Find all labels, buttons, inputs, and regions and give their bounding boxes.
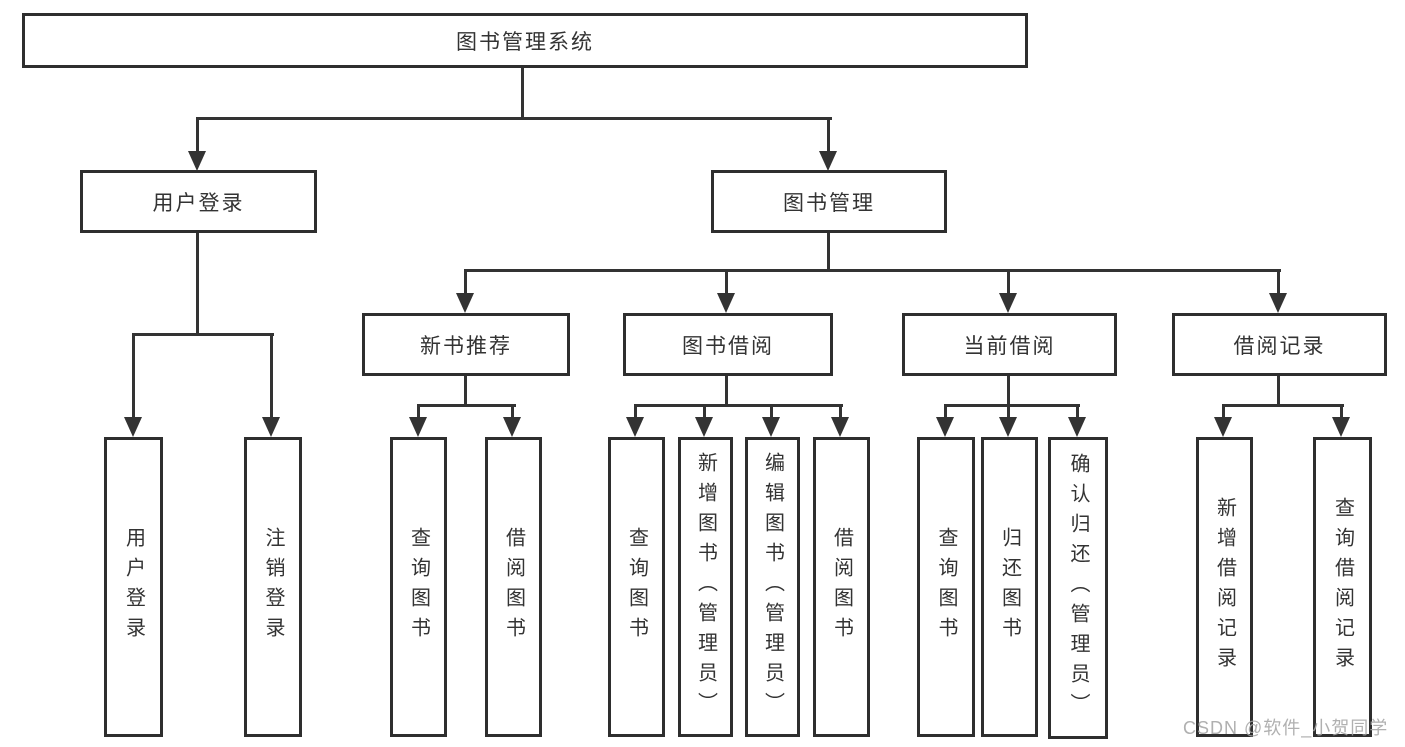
- connector-to-book-management: [827, 117, 830, 155]
- leaf-br-query-borrow-record-label: 查询借阅记录: [1331, 497, 1354, 677]
- connector-leaf-drop: [839, 404, 842, 420]
- connector-current-borrow-stem: [1007, 376, 1010, 407]
- node-borrow-records-label: 借阅记录: [1233, 334, 1326, 358]
- connector-to-borrow-records: [1277, 269, 1280, 295]
- arrowhead-down-icon: [124, 417, 142, 437]
- leaf-br-add-borrow-record-label: 新增借阅记录: [1213, 497, 1236, 677]
- leaf-bb-add-books-admin-label: 新增图书（管理员）: [694, 452, 717, 722]
- arrowhead-down-icon: [695, 417, 713, 437]
- connector-to-user-login: [196, 117, 199, 155]
- connector-leaf-drop: [1340, 404, 1343, 420]
- leaf-bb-edit-books-admin: 编辑图书（管理员）: [745, 437, 800, 737]
- connector-new-book-crossbar: [417, 404, 516, 407]
- connector-leaf-drop: [1222, 404, 1225, 420]
- arrowhead-down-icon: [262, 417, 280, 437]
- connector-borrow-records-crossbar: [1222, 404, 1344, 407]
- arrowhead-down-icon: [1269, 293, 1287, 313]
- arrowhead-down-icon: [1068, 417, 1086, 437]
- arrowhead-down-icon: [1332, 417, 1350, 437]
- arrowhead-down-icon: [762, 417, 780, 437]
- connector-to-leaf-user-login: [132, 333, 135, 418]
- node-new-book-recommend-label: 新书推荐: [420, 334, 512, 358]
- arrowhead-down-icon: [188, 151, 206, 171]
- connector-root-crossbar: [196, 117, 832, 120]
- arrowhead-down-icon: [819, 151, 837, 171]
- connector-to-new-book: [464, 269, 467, 295]
- connector-book-borrow-crossbar: [634, 404, 843, 407]
- leaf-cb-return-books: 归还图书: [981, 437, 1038, 737]
- connector-leaf-drop: [703, 404, 706, 420]
- connector-book-management-crossbar: [464, 269, 1281, 272]
- connector-to-leaf-logout: [270, 333, 273, 418]
- leaf-bb-query-books: 查询图书: [608, 437, 665, 737]
- connector-book-borrow-stem: [725, 376, 728, 407]
- connector-leaf-drop: [417, 404, 420, 420]
- node-borrow-records: 借阅记录: [1172, 313, 1387, 376]
- node-book-management-label: 图书管理: [783, 191, 875, 215]
- node-current-borrow-label: 当前借阅: [963, 334, 1056, 358]
- connector-user-login-crossbar: [132, 333, 274, 336]
- leaf-cb-confirm-return-admin: 确认归还（管理员）: [1048, 437, 1108, 739]
- leaf-nb-borrow-books-label: 借阅图书: [502, 527, 525, 647]
- arrowhead-down-icon: [409, 417, 427, 437]
- node-book-borrow-label: 图书借阅: [682, 334, 774, 358]
- leaf-br-query-borrow-record: 查询借阅记录: [1313, 437, 1372, 737]
- leaf-cb-query-books-label: 查询图书: [935, 527, 957, 647]
- leaf-bb-borrow-books-label: 借阅图书: [830, 527, 853, 647]
- connector-leaf-drop: [944, 404, 947, 420]
- leaf-logout-label: 注销登录: [262, 527, 284, 647]
- arrowhead-down-icon: [717, 293, 735, 313]
- leaf-cb-query-books: 查询图书: [917, 437, 975, 737]
- arrowhead-down-icon: [456, 293, 474, 313]
- connector-user-login-stem: [196, 233, 199, 336]
- leaf-nb-borrow-books: 借阅图书: [485, 437, 542, 737]
- leaf-user-login: 用户登录: [104, 437, 163, 737]
- arrowhead-down-icon: [999, 417, 1017, 437]
- leaf-nb-query-books-label: 查询图书: [407, 527, 430, 647]
- arrowhead-down-icon: [831, 417, 849, 437]
- leaf-bb-query-books-label: 查询图书: [625, 527, 648, 647]
- arrowhead-down-icon: [626, 417, 644, 437]
- connector-to-book-borrow: [725, 269, 728, 295]
- node-root: 图书管理系统: [22, 13, 1028, 68]
- connector-leaf-drop: [1007, 404, 1010, 420]
- connector-new-book-stem: [464, 376, 467, 407]
- leaf-nb-query-books: 查询图书: [390, 437, 447, 737]
- connector-borrow-records-stem: [1277, 376, 1280, 407]
- arrowhead-down-icon: [999, 293, 1017, 313]
- watermark-text: CSDN @软件_小贺同学: [1183, 718, 1389, 738]
- arrowhead-down-icon: [503, 417, 521, 437]
- connector-leaf-drop: [511, 404, 514, 420]
- connector-book-management-stem: [827, 233, 830, 272]
- node-current-borrow: 当前借阅: [902, 313, 1117, 376]
- connector-root-stem: [521, 68, 524, 120]
- node-root-label: 图书管理系统: [456, 30, 594, 54]
- node-book-borrow: 图书借阅: [623, 313, 833, 376]
- connector-leaf-drop: [634, 404, 637, 420]
- connector-leaf-drop: [770, 404, 773, 420]
- node-new-book-recommend: 新书推荐: [362, 313, 570, 376]
- leaf-br-add-borrow-record: 新增借阅记录: [1196, 437, 1253, 737]
- node-user-login: 用户登录: [80, 170, 317, 233]
- arrowhead-down-icon: [936, 417, 954, 437]
- node-book-management: 图书管理: [711, 170, 947, 233]
- leaf-bb-edit-books-admin-label: 编辑图书（管理员）: [761, 452, 784, 722]
- connector-current-borrow-crossbar: [944, 404, 1080, 407]
- leaf-bb-borrow-books: 借阅图书: [813, 437, 870, 737]
- leaf-cb-confirm-return-admin-label: 确认归还（管理员）: [1067, 453, 1089, 723]
- leaf-bb-add-books-admin: 新增图书（管理员）: [678, 437, 733, 737]
- leaf-logout: 注销登录: [244, 437, 302, 737]
- connector-to-current-borrow: [1007, 269, 1010, 295]
- arrowhead-down-icon: [1214, 417, 1232, 437]
- leaf-cb-return-books-label: 归还图书: [998, 527, 1021, 647]
- leaf-user-login-label: 用户登录: [122, 527, 145, 647]
- connector-leaf-drop: [1076, 404, 1079, 420]
- node-user-login-label: 用户登录: [152, 191, 245, 215]
